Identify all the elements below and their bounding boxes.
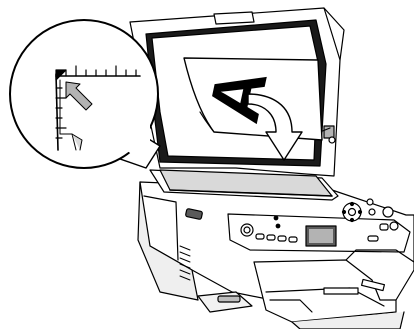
arrow-up-left-icon xyxy=(65,81,93,111)
corner-mark xyxy=(55,69,67,81)
scanner-bed xyxy=(149,169,339,201)
magnified-corner-callout xyxy=(9,19,161,169)
vertical-ruler xyxy=(55,87,67,139)
mode-buttons xyxy=(255,233,298,243)
power-icon xyxy=(240,223,254,237)
brand-badge xyxy=(217,295,241,303)
horizontal-ruler xyxy=(65,65,137,77)
control-panel xyxy=(227,198,411,253)
output-tray xyxy=(253,249,414,329)
side-vents xyxy=(179,245,191,281)
curved-arrow-down-icon xyxy=(247,93,303,161)
card-slot xyxy=(185,208,203,220)
directional-pad-icon xyxy=(341,201,363,223)
